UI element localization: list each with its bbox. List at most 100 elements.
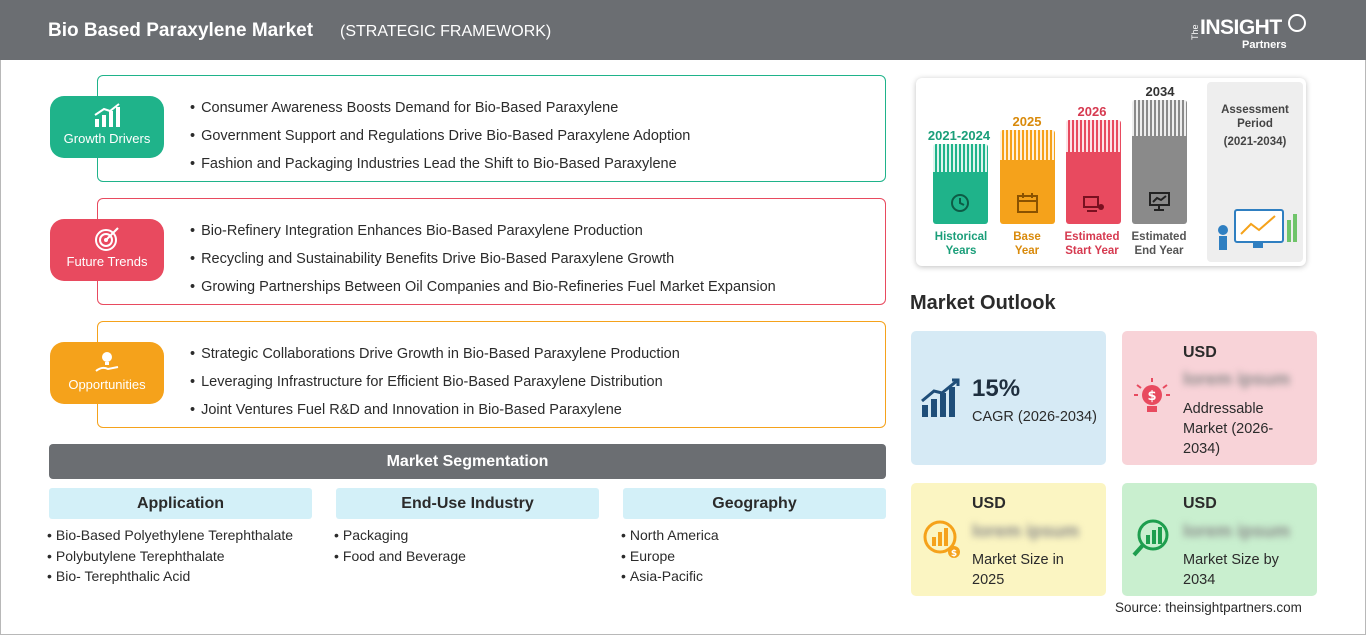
timeline-label-historical-1: Historical xyxy=(934,231,988,243)
addressable-market-card: USD lorem ipsum $ Addressable Market (20… xyxy=(1122,331,1317,465)
size-2025-value: lorem ipsum xyxy=(972,521,1080,541)
growth-bars-icon xyxy=(921,378,960,417)
growth-chart-icon xyxy=(94,103,120,127)
timeline-label-historical-2: Years xyxy=(945,245,977,257)
cagr-value: 15% xyxy=(972,375,1021,402)
lightbulb-hand-icon xyxy=(95,352,119,372)
assessment-line2: Period xyxy=(1237,118,1273,130)
presentation-board-icon xyxy=(1149,192,1170,211)
list-item: Joint Ventures Fuel R&D and Innovation i… xyxy=(190,396,680,424)
opportunities-badge: Opportunities xyxy=(50,342,164,404)
target-icon xyxy=(95,227,119,251)
market-outlook-title: Market Outlook xyxy=(910,292,1056,314)
logo-the: The xyxy=(1190,24,1200,40)
timeline-card: Assessment Period (2021-2034) 2021-2024 … xyxy=(916,78,1306,266)
growth-drivers-box: Consumer Awareness Boosts Demand for Bio… xyxy=(97,75,886,182)
timeline-label-base-1: Base xyxy=(1013,231,1041,243)
timeline-label-start-1: Estimated xyxy=(1064,231,1120,243)
future-trends-box: Bio-Refinery Integration Enhances Bio-Ba… xyxy=(97,198,886,305)
logo-partners: Partners xyxy=(1242,39,1287,51)
lightbulb-dollar-icon: $ xyxy=(1134,378,1170,412)
size-2034-currency: USD xyxy=(1183,495,1217,512)
growth-drivers-label: Growth Drivers xyxy=(63,131,151,146)
bar-stripe xyxy=(933,144,988,172)
list-item: Fashion and Packaging Industries Lead th… xyxy=(190,150,690,178)
bar-stripe xyxy=(1132,100,1187,136)
growth-drivers-badge: Growth Drivers xyxy=(50,96,164,158)
addressable-label-3: 2034) xyxy=(1183,441,1221,457)
calendar-icon xyxy=(1017,193,1038,213)
segment-heading-geography: Geography xyxy=(623,488,886,519)
segment-item: Food and Beverage xyxy=(334,546,466,567)
chart-dollar-icon: $ xyxy=(923,520,960,559)
header-bar: Bio Based Paraxylene Market (STRATEGIC F… xyxy=(0,0,1366,60)
magnifier-chart-icon xyxy=(1132,519,1169,557)
opportunities-list: Strategic Collaborations Drive Growth in… xyxy=(190,340,680,424)
timeline-label-end-1: Estimated xyxy=(1131,231,1187,243)
timeline-year-historical: 2021-2024 xyxy=(927,128,991,143)
opportunities-box: Strategic Collaborations Drive Growth in… xyxy=(97,321,886,428)
opportunities-label: Opportunities xyxy=(68,377,146,392)
page-subtitle: (STRATEGIC FRAMEWORK) xyxy=(340,23,552,40)
assessment-period-panel: Assessment Period (2021-2034) xyxy=(1207,82,1303,262)
list-item: Bio-Refinery Integration Enhances Bio-Ba… xyxy=(190,217,776,245)
size-2034-label-2: 2034 xyxy=(1183,572,1216,588)
timeline-year-start: 2026 xyxy=(1077,104,1107,119)
cagr-label: CAGR (2026-2034) xyxy=(972,409,1097,425)
market-segmentation-title: Market Segmentation xyxy=(49,444,886,479)
timeline-year-base: 2025 xyxy=(1012,114,1042,129)
timeline-bar-base xyxy=(1000,130,1055,224)
addressable-value: lorem ipsum xyxy=(1183,369,1291,389)
cagr-card: 15% CAGR (2026-2034) xyxy=(911,331,1106,465)
logo-insight: INSIGHT xyxy=(1200,16,1282,39)
future-trends-list: Bio-Refinery Integration Enhances Bio-Ba… xyxy=(190,217,776,301)
future-trends-badge: Future Trends xyxy=(50,219,164,281)
page-title: Bio Based Paraxylene Market xyxy=(48,20,314,41)
svg-text:$: $ xyxy=(1147,389,1156,404)
size-2034-value: lorem ipsum xyxy=(1183,521,1291,541)
addressable-currency: USD xyxy=(1183,344,1217,361)
assessment-line1: Assessment xyxy=(1221,104,1289,116)
segment-heading-end-use: End-Use Industry xyxy=(336,488,599,519)
timeline-year-end: 2034 xyxy=(1145,84,1175,99)
timeline-bar-end xyxy=(1132,100,1187,224)
rocket-start-icon xyxy=(1083,196,1104,212)
timeline-bar-historical xyxy=(933,144,988,224)
segment-item: Bio- Terephthalic Acid xyxy=(47,566,293,587)
segment-list-application: Bio-Based Polyethylene Terephthalate Pol… xyxy=(47,525,293,587)
logo-arc-icon xyxy=(1288,14,1306,32)
insight-partners-logo[interactable]: The INSIGHT Partners xyxy=(1190,10,1310,52)
segment-item: Europe xyxy=(621,546,719,567)
timeline-label-end-2: End Year xyxy=(1134,245,1184,257)
list-item: Recycling and Sustainability Benefits Dr… xyxy=(190,245,776,273)
analytics-illustration-icon xyxy=(1218,209,1297,250)
growth-drivers-list: Consumer Awareness Boosts Demand for Bio… xyxy=(190,94,690,178)
list-item: Government Support and Regulations Drive… xyxy=(190,122,690,150)
timeline-label-base-2: Year xyxy=(1014,245,1040,257)
timeline-label-start-2: Start Year xyxy=(1065,245,1119,257)
list-item: Consumer Awareness Boosts Demand for Bio… xyxy=(190,94,690,122)
size-2034-label-1: Market Size by xyxy=(1183,552,1279,568)
svg-text:$: $ xyxy=(951,549,957,559)
segment-list-geography: North America Europe Asia-Pacific xyxy=(621,525,719,587)
future-trends-label: Future Trends xyxy=(66,254,148,269)
addressable-label-1: Addressable xyxy=(1183,401,1264,417)
market-size-2025-card: USD lorem ipsum $ Market Size in 2025 xyxy=(911,483,1106,596)
list-item: Growing Partnerships Between Oil Compani… xyxy=(190,273,776,301)
segment-item: North America xyxy=(621,525,719,546)
segment-list-end-use: Packaging Food and Beverage xyxy=(334,525,466,566)
segment-item: Asia-Pacific xyxy=(621,566,719,587)
segment-heading-application: Application xyxy=(49,488,312,519)
timeline-bar-start xyxy=(1066,120,1121,224)
list-item: Leveraging Infrastructure for Efficient … xyxy=(190,368,680,396)
bar-stripe xyxy=(1000,130,1055,160)
history-clock-icon xyxy=(951,194,969,212)
size-2025-label-2: 2025 xyxy=(972,572,1005,588)
segment-item: Polybutylene Terephthalate xyxy=(47,546,293,567)
segment-item: Packaging xyxy=(334,525,466,546)
bar-stripe xyxy=(1066,120,1121,152)
size-2025-currency: USD xyxy=(972,495,1006,512)
assessment-line3: (2021-2034) xyxy=(1223,136,1287,148)
addressable-label-2: Market (2026- xyxy=(1183,421,1274,437)
segment-item: Bio-Based Polyethylene Terephthalate xyxy=(47,525,293,546)
